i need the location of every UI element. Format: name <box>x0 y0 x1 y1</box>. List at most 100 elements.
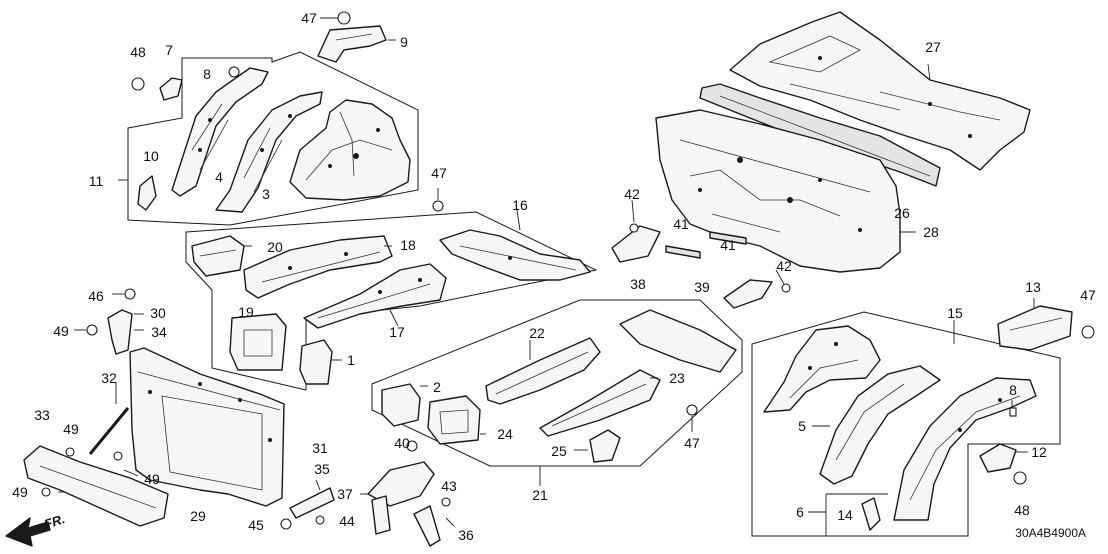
callout-28: 28 <box>923 224 939 240</box>
callout-17: 17 <box>389 324 405 340</box>
part-39-bracket[interactable] <box>723 279 773 309</box>
callout-24: 24 <box>497 426 513 442</box>
callout-13: 13 <box>1025 279 1041 295</box>
callout-18: 18 <box>400 237 416 253</box>
callout-45: 45 <box>248 517 264 533</box>
part-14-bracket[interactable] <box>861 497 881 531</box>
callout-47: 47 <box>684 435 700 451</box>
callout-42: 42 <box>624 186 640 202</box>
part-12-bracket[interactable] <box>979 443 1017 473</box>
callout-47: 47 <box>1080 287 1096 303</box>
callout-47: 47 <box>301 10 317 26</box>
part-frame-upper-lower[interactable] <box>619 309 737 373</box>
callout-8: 8 <box>203 66 211 82</box>
part-1-bracket[interactable] <box>299 339 333 385</box>
callout-27: 27 <box>925 39 941 55</box>
callout-47: 47 <box>431 165 447 181</box>
callout-14: 14 <box>837 507 853 523</box>
callout-12: 12 <box>1031 444 1047 460</box>
part-32-rod[interactable] <box>88 407 130 455</box>
front-direction-arrow <box>5 517 51 547</box>
callout-48: 48 <box>130 44 146 60</box>
callout-2: 2 <box>433 379 441 395</box>
callout-36: 36 <box>458 527 474 543</box>
part-4-pillar[interactable] <box>171 67 269 197</box>
callout-11: 11 <box>88 173 104 189</box>
part-7-bracket[interactable] <box>159 77 183 101</box>
callout-30: 30 <box>150 305 166 321</box>
callout-22: 22 <box>529 325 545 341</box>
callout-26: 26 <box>894 205 910 221</box>
callout-9: 9 <box>400 34 408 50</box>
part-5-inner-panel[interactable] <box>819 365 941 485</box>
callout-7: 7 <box>165 42 173 58</box>
callout-20: 20 <box>267 239 283 255</box>
callout-49: 49 <box>63 421 79 437</box>
part-25-bracket[interactable] <box>589 429 621 463</box>
diagram-code: 30A4B4900A <box>1015 526 1086 540</box>
part-wheelhouse-upper[interactable] <box>289 99 411 201</box>
callout-23: 23 <box>669 370 685 386</box>
callout-38: 38 <box>630 276 646 292</box>
callout-41: 41 <box>720 237 736 253</box>
part-27-upper-cowl[interactable] <box>729 11 1031 171</box>
callout-3: 3 <box>262 186 270 202</box>
part-outer-wheelhouse[interactable] <box>893 377 1037 521</box>
part-17-frame-rail[interactable] <box>303 263 447 329</box>
part-41-bolt-b[interactable] <box>709 231 747 245</box>
callout-4: 4 <box>215 169 223 185</box>
part-19-plate[interactable] <box>229 313 287 371</box>
callout-1: 1 <box>347 352 355 368</box>
callout-43: 43 <box>441 478 457 494</box>
callout-31: 31 <box>312 440 328 456</box>
callout-15: 15 <box>947 305 963 321</box>
part-36-bracket[interactable] <box>413 505 441 547</box>
callout-37: 37 <box>337 486 353 502</box>
part-2-bracket[interactable] <box>381 383 421 427</box>
callout-40: 40 <box>394 435 410 451</box>
part-37-bracket[interactable] <box>367 461 435 507</box>
callout-8: 8 <box>1009 382 1017 398</box>
group-frame-upper-left <box>127 51 419 226</box>
callout-6: 6 <box>796 504 804 520</box>
callout-16: 16 <box>512 197 528 213</box>
callout-33: 33 <box>34 407 50 423</box>
part-30-34-bracket[interactable] <box>107 309 133 355</box>
callout-19: 19 <box>238 304 254 320</box>
callout-35: 35 <box>314 461 330 477</box>
callout-44: 44 <box>339 513 355 529</box>
callout-25: 25 <box>551 443 567 459</box>
group-frame-lower-right <box>751 311 1061 537</box>
callout-32: 32 <box>101 370 117 386</box>
callout-48: 48 <box>1014 502 1030 518</box>
callout-21: 21 <box>532 487 548 503</box>
part-29-radiator-support[interactable] <box>129 347 285 507</box>
part-35-bracket[interactable] <box>289 487 335 519</box>
part-22-frame[interactable] <box>485 337 601 405</box>
callout-49: 49 <box>12 484 28 500</box>
callout-46: 46 <box>88 288 104 304</box>
part-wheelhouse-lower[interactable] <box>763 325 881 413</box>
part-9-bracket[interactable] <box>317 25 387 63</box>
part-24-plate[interactable] <box>427 395 481 445</box>
callout-49: 49 <box>144 471 160 487</box>
part-41-bolt-a[interactable] <box>665 245 701 259</box>
part-20-bracket[interactable] <box>191 235 245 277</box>
callout-39: 39 <box>694 279 710 295</box>
part-18-frame-rail[interactable] <box>243 235 393 299</box>
part-bracket-lower-left[interactable] <box>371 495 391 535</box>
callout-34: 34 <box>151 324 167 340</box>
callout-10: 10 <box>143 148 159 164</box>
part-10-bracket[interactable] <box>137 175 157 211</box>
callout-5: 5 <box>798 418 806 434</box>
part-16-frame-rail[interactable] <box>439 229 591 281</box>
callout-41: 41 <box>673 216 689 232</box>
part-13-plate[interactable] <box>997 305 1073 351</box>
callout-42: 42 <box>776 258 792 274</box>
part-23-frame[interactable] <box>539 369 661 437</box>
callout-49: 49 <box>53 323 69 339</box>
part-3-pillar[interactable] <box>215 91 323 213</box>
callout-29: 29 <box>190 508 206 524</box>
